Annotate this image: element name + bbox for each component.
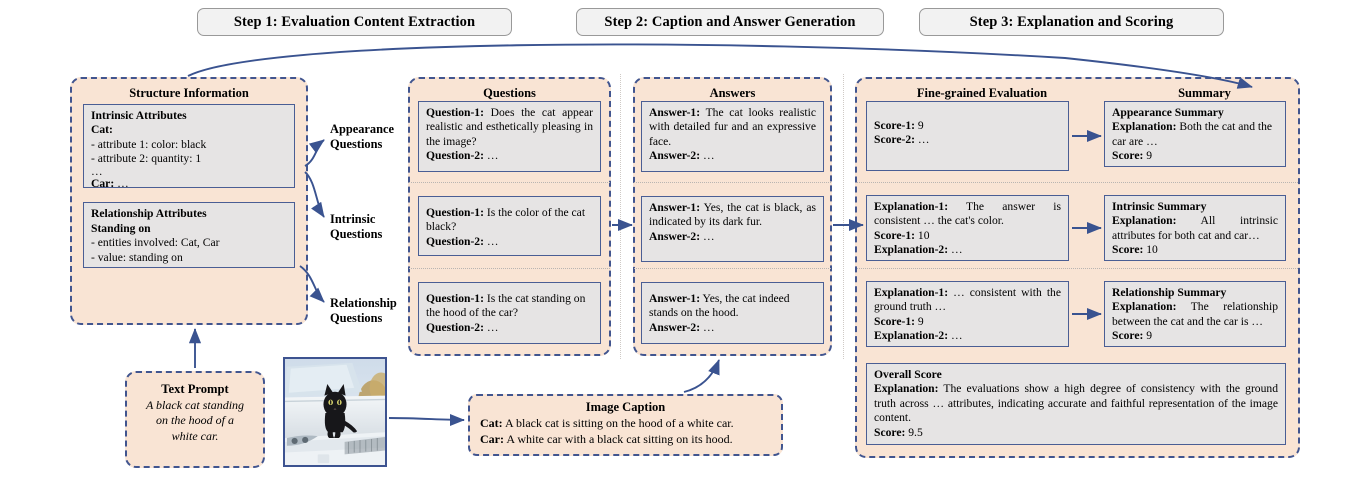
answer-card-intrinsic: Answer-1: Yes, the cat is black, as indi…	[641, 196, 824, 262]
card-line: Score: 9	[1112, 149, 1153, 163]
overall-score-title: Overall Score	[874, 368, 942, 381]
card-line: Answer-2: …	[649, 149, 715, 163]
card-line: - entities involved: Cat, Car	[91, 236, 220, 250]
answer-card-relationship: Answer-1: Yes, the cat indeed stands on …	[641, 282, 824, 344]
card-line: - attribute 2: quantity: 1	[91, 151, 202, 165]
text-prompt-line3: white car.	[171, 428, 219, 443]
card-line: Relationship Attributes	[91, 207, 207, 220]
card-line: Score: 10	[1112, 243, 1158, 257]
questions-separator-2	[409, 268, 610, 269]
card-line: Explanation-1: … consistent with the gro…	[874, 286, 1061, 314]
card-line: Explanation-1: The answer is consistent …	[874, 200, 1061, 228]
card-line: Score-2: …	[874, 133, 930, 147]
overall-score-explanation: Explanation: The evaluations show a high…	[874, 382, 1278, 425]
card-line: - value: standing on	[91, 250, 183, 264]
card-line: Explanation: All intrinsic attributes fo…	[1112, 214, 1278, 242]
section-divider-1	[620, 74, 621, 359]
section-divider-2	[843, 74, 844, 359]
answers-title: Answers	[709, 86, 756, 100]
card-line: Score-1: 10	[874, 228, 930, 242]
arrow-caption-to-answers	[683, 359, 720, 393]
evaluation-card-relationship: Explanation-1: … consistent with the gro…	[866, 281, 1069, 347]
card-line: Score: 9	[1112, 329, 1153, 343]
row-label-intrinsic: Intrinsic Questions	[330, 212, 408, 242]
summary-title: Summary	[1178, 86, 1231, 100]
card-line: Answer-2: …	[649, 229, 715, 243]
summary-card-relationship: Relationship Summary Explanation: The re…	[1104, 281, 1286, 347]
answers-separator-1	[634, 182, 831, 183]
card-line: Score-1: 9	[874, 119, 924, 132]
questions-title: Questions	[483, 86, 536, 100]
overall-score-value: Score: 9.5	[874, 425, 923, 439]
row-label-appearance: Appearance Questions	[330, 122, 408, 152]
step-pill-3-label: Step 3: Explanation and Scoring	[969, 13, 1174, 30]
card-line: Explanation: Both the cat and the car ar…	[1112, 120, 1273, 148]
evaluation-card-intrinsic: Explanation-1: The answer is consistent …	[866, 195, 1069, 261]
card-line: Car: …	[91, 177, 129, 188]
step3-separator-1	[857, 182, 1298, 183]
cat-on-car-image	[285, 359, 385, 465]
question-card-relationship: Question-1: Is the cat standing on the h…	[418, 282, 601, 344]
text-prompt-title: Text Prompt	[161, 382, 229, 396]
row-label-relationship: Relationship Questions	[330, 296, 412, 326]
card-line: Explanation-2: …	[874, 329, 963, 343]
card-line: Answer-1: Yes, the cat indeed stands on …	[649, 292, 790, 320]
card-line: …	[91, 165, 103, 179]
row-label-line1: Intrinsic	[330, 212, 376, 226]
card-line: Intrinsic Summary	[1112, 200, 1207, 213]
row-label-line2: Questions	[330, 311, 383, 325]
row-label-line1: Appearance	[330, 122, 395, 136]
card-line: Explanation-2: …	[874, 243, 963, 257]
generated-image-thumbnail	[283, 357, 387, 467]
step3-separator-2	[857, 268, 1298, 269]
card-line: Answer-1: The cat looks realistic with d…	[649, 106, 816, 148]
text-prompt-line2: on the hood of a	[156, 413, 234, 427]
arrow-image-to-caption	[388, 413, 465, 427]
card-line: Cat:	[91, 123, 113, 137]
text-prompt-line1: A black cat standing	[145, 397, 245, 412]
row-label-line2: Questions	[330, 137, 383, 151]
question-card-appearance: Question-1: Does the cat appear realisti…	[418, 101, 601, 172]
summary-card-intrinsic: Intrinsic Summary Explanation: All intri…	[1104, 195, 1286, 261]
card-line: Appearance Summary	[1112, 106, 1224, 119]
step-pill-1: Step 1: Evaluation Content Extraction	[197, 8, 512, 36]
card-line: Score-1: 9	[874, 314, 924, 328]
card-line: Relationship Summary	[1112, 286, 1227, 299]
card-line: Question-1: Is the color of the cat blac…	[426, 206, 586, 234]
card-line: Question-1: Does the cat appear realisti…	[426, 106, 593, 148]
card-line: Answer-1: Yes, the cat is black, as indi…	[649, 201, 816, 229]
image-caption-row-car: Car: A white car with a black cat sittin…	[480, 432, 733, 446]
card-line: Explanation: The relationship between th…	[1112, 300, 1278, 328]
text-prompt-box: Text Prompt A black cat standing on the …	[125, 371, 265, 468]
structure-information-title: Structure Information	[129, 86, 249, 100]
step-pill-3: Step 3: Explanation and Scoring	[919, 8, 1224, 36]
questions-separator-1	[409, 182, 610, 183]
overall-score-card: Overall Score Explanation: The evaluatio…	[866, 363, 1286, 445]
card-line: Question-2: …	[426, 149, 499, 163]
card-line: Question-2: …	[426, 320, 499, 334]
image-caption-box: Image Caption Cat: A black cat is sittin…	[468, 394, 783, 456]
evaluation-card-appearance: Score-1: 9 Score-2: …	[866, 101, 1069, 171]
answer-card-appearance: Answer-1: The cat looks realistic with d…	[641, 101, 824, 172]
card-line: Answer-2: …	[649, 320, 715, 334]
intrinsic-attributes-card: Intrinsic Attributes Cat: - attribute 1:…	[83, 104, 295, 188]
summary-card-appearance: Appearance Summary Explanation: Both the…	[1104, 101, 1286, 167]
step-pill-1-label: Step 1: Evaluation Content Extraction	[233, 13, 476, 30]
question-card-intrinsic: Question-1: Is the color of the cat blac…	[418, 196, 601, 256]
card-line: Intrinsic Attributes	[91, 109, 187, 122]
step-pill-2: Step 2: Caption and Answer Generation	[576, 8, 884, 36]
image-caption-title: Image Caption	[585, 400, 666, 414]
fine-grained-evaluation-title: Fine-grained Evaluation	[916, 86, 1048, 100]
row-label-line2: Questions	[330, 227, 383, 241]
card-line: - attribute 1: color: black	[91, 137, 207, 151]
image-caption-row-cat: Cat: A black cat is sitting on the hood …	[480, 416, 734, 430]
card-line: Question-2: …	[426, 234, 499, 248]
card-line: Question-1: Is the cat standing on the h…	[426, 292, 586, 320]
relationship-attributes-card: Relationship Attributes Standing on - en…	[83, 202, 295, 268]
answers-separator-2	[634, 268, 831, 269]
step-pill-2-label: Step 2: Caption and Answer Generation	[604, 13, 856, 30]
row-label-line1: Relationship	[330, 296, 397, 310]
card-line: Standing on	[91, 221, 151, 235]
